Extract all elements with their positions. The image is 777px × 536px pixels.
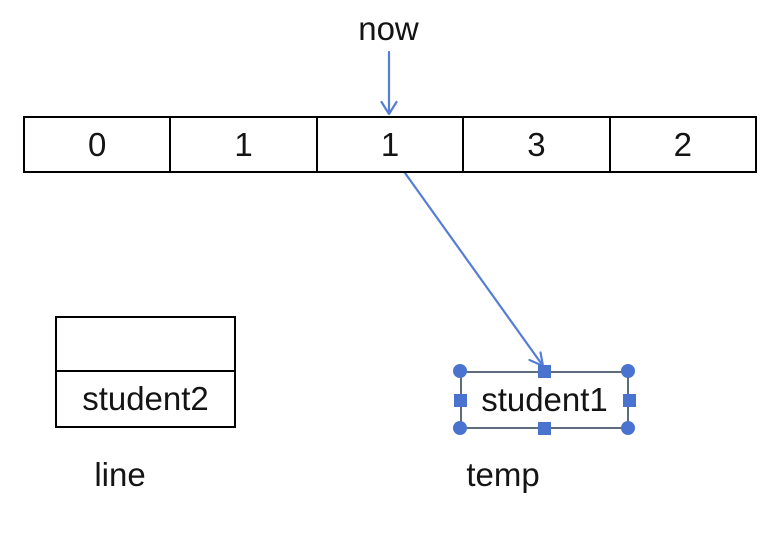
resize-handle-ne[interactable]: [621, 364, 635, 378]
temp-box-value: student1: [481, 381, 608, 418]
temp-label[interactable]: temp: [466, 456, 540, 493]
line-box-empty-cell[interactable]: [57, 318, 234, 372]
resize-handle-s[interactable]: [537, 421, 551, 435]
array-cell-0[interactable]: 0: [88, 125, 107, 163]
array-cell-4[interactable]: 2: [608, 118, 755, 171]
array-cell-3[interactable]: 3: [462, 118, 608, 171]
now-pointer-label[interactable]: now: [358, 10, 419, 47]
resize-handle-e[interactable]: [622, 393, 636, 407]
resize-handle-n[interactable]: [537, 364, 551, 378]
resize-handle-w[interactable]: [453, 393, 467, 407]
line-box-value: student2: [82, 380, 209, 417]
resize-handle-nw[interactable]: [453, 364, 467, 378]
line-box-value-cell[interactable]: student2: [57, 372, 234, 426]
resize-handle-sw[interactable]: [453, 421, 467, 435]
array-cell-2[interactable]: 1: [315, 118, 462, 171]
now-arrow[interactable]: [380, 50, 398, 116]
line-label[interactable]: line: [94, 456, 146, 493]
line-box[interactable]: student2: [55, 316, 236, 428]
temp-box[interactable]: student1: [460, 371, 629, 429]
resize-handle-se[interactable]: [621, 421, 635, 435]
now-arrowhead-icon: [380, 100, 398, 116]
array[interactable]: 0 1 1 3 2: [23, 116, 757, 173]
array-cell-1[interactable]: 1: [169, 118, 315, 171]
cell-to-temp-arrow[interactable]: [403, 171, 545, 368]
